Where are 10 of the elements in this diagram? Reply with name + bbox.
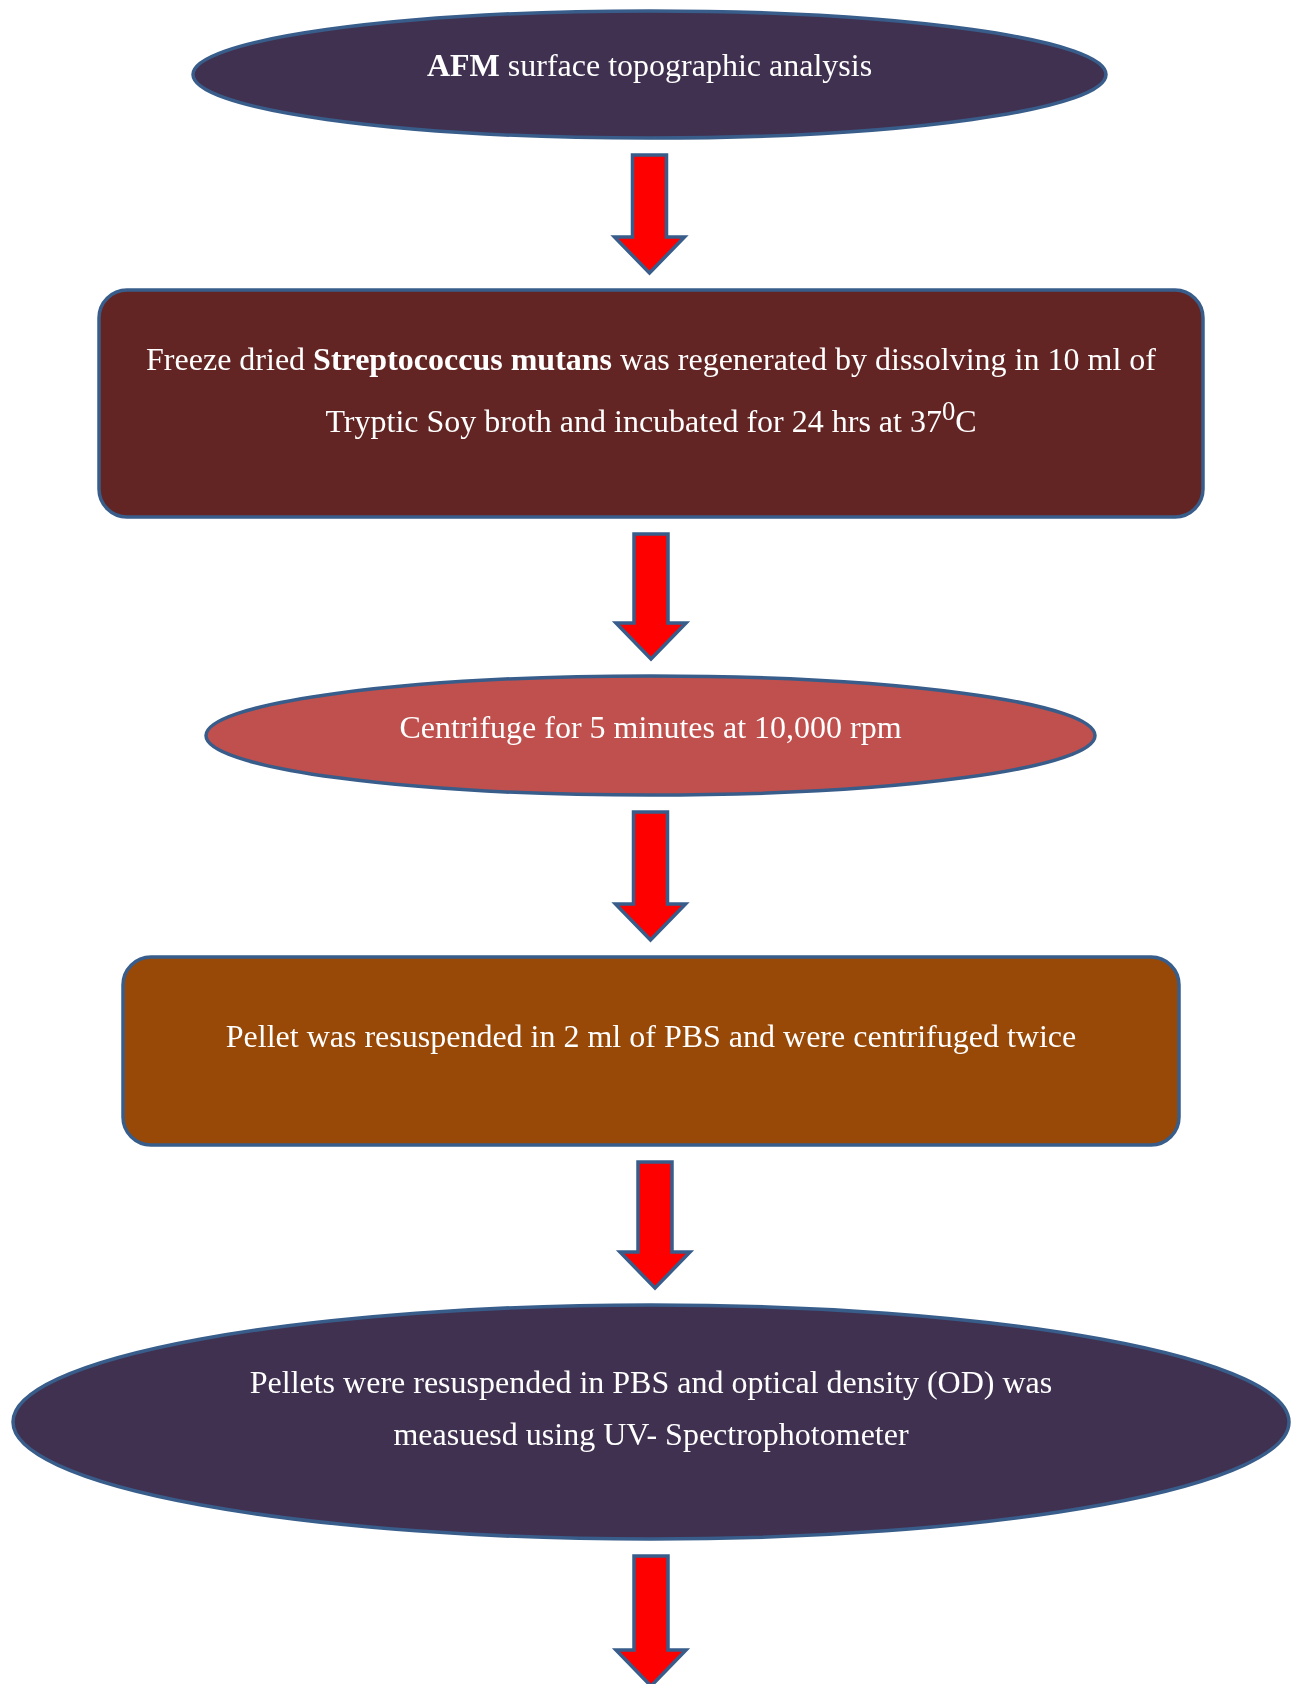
block-arrow bbox=[615, 1160, 695, 1291]
block-arrow bbox=[611, 1554, 691, 1684]
step-text: Pellets were resuspended in PBS and optical density (OD) was measuesd using UV- Spectrophotometer bbox=[248, 1363, 1054, 1454]
block-arrow bbox=[611, 810, 690, 943]
step-text: AFM surface topographic analysis bbox=[425, 46, 874, 85]
step-text: Pellet was resuspended in 2 ml of PBS and were centrifuged twice bbox=[224, 1017, 1078, 1056]
block-arrow bbox=[611, 532, 691, 662]
step-text: Centrifuge for 5 minutes at 10,000 rpm bbox=[398, 708, 903, 747]
step-text: Freeze dried Streptococcus mutans was regenerated by dissolving in 10 ml of Tryptic Soy broth and incubated for 24 hrs at 37$^{0}$C bbox=[145, 340, 1157, 441]
block-arrow bbox=[610, 153, 689, 276]
